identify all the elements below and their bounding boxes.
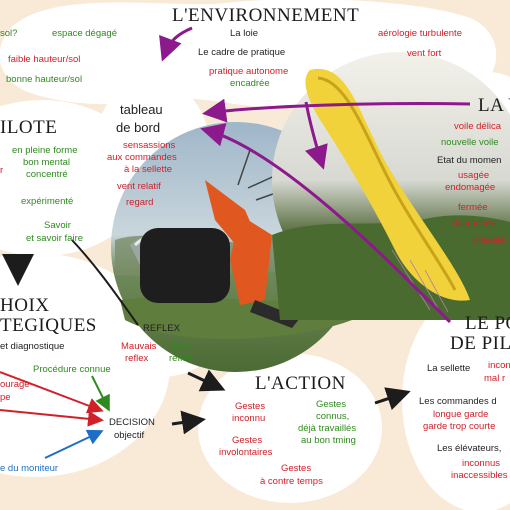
env-left-fragment: sol? <box>0 28 18 39</box>
pilote-concentre: concentré <box>26 169 68 180</box>
pilote-forme: en pleine forme <box>12 145 78 156</box>
postes-sellette: La sellette <box>427 363 471 374</box>
heading-choix-1: HOIX <box>0 295 50 316</box>
choix-procedure: Procédure connue <box>33 364 111 375</box>
tableau-sensations-1: sensassions <box>123 140 176 151</box>
env-aerologie: aérologie turbulente <box>378 28 462 39</box>
tableau-sensations-2: aux commandes <box>107 152 177 163</box>
arrow-red-2 <box>0 409 104 427</box>
action-gestes-3a: Gestes <box>232 435 263 446</box>
postes-elevateurs: Les élévateurs, <box>437 443 502 454</box>
pilote-savoir: Savoir <box>44 220 71 231</box>
reflex-mauvais-1: Mauvais <box>121 341 157 352</box>
choix-objectif: objectif <box>114 430 145 441</box>
action-gestes-2d: au bon tming <box>301 435 356 446</box>
env-la-loie: La loie <box>230 28 258 39</box>
arrow-blue <box>44 429 104 459</box>
action-gestes-4a: Gestes <box>281 463 312 474</box>
pilote-r-fragment: r <box>0 165 4 176</box>
tableau-sensations-3: à la sellette <box>124 164 173 175</box>
reflex-title: REFLEX <box>143 323 180 334</box>
env-cadre: Le cadre de pratique <box>198 47 286 58</box>
env-bonne-hauteur: bonne hauteur/sol <box>6 74 83 85</box>
choix-diagnostique: et diagnostique <box>0 341 65 352</box>
choix-ourage: ourage <box>0 379 30 390</box>
voile-decrochee: décrochée <box>452 218 497 229</box>
heading-environnement: L'ENVIRONNEMENT <box>172 5 360 26</box>
action-gestes-1a: Gestes <box>235 401 266 412</box>
action-gestes-2b: connus, <box>316 411 350 422</box>
heading-voile: LA V <box>478 95 510 116</box>
heading-action: L'ACTION <box>255 373 346 394</box>
postes-commandes: Les commandes d <box>419 396 497 407</box>
postes-garde-courte: garde trop courte <box>423 421 496 432</box>
choix-moniteur: e du moniteur <box>0 463 59 474</box>
arrow-reflex-to-action <box>187 369 226 392</box>
reflex-bon-1: Bon <box>173 341 190 352</box>
postes-inconnus: inconnus <box>462 458 501 469</box>
arrow-procedure <box>91 375 110 412</box>
arrow-postes-to-tableau <box>200 123 452 324</box>
tableau-vent-relatif: vent relatif <box>117 181 161 192</box>
heading-pilote: ILOTE <box>0 117 58 138</box>
arrow-red-1 <box>0 371 104 414</box>
pilote-savoir-faire: et savoir faire <box>26 233 84 244</box>
env-vent-fort: vent fort <box>407 48 442 59</box>
tableau-title-1: tableau <box>120 102 163 117</box>
action-gestes-4b: à contre temps <box>260 476 323 487</box>
arrow-action-to-postes <box>374 387 411 411</box>
env-encadree: encadrée <box>230 78 270 89</box>
choix-pe: pe <box>0 392 11 403</box>
arrow-environnement-down <box>304 101 328 170</box>
env-faible-hauteur: faible hauteur/sol <box>8 54 81 65</box>
postes-incon-fragment: incon <box>488 360 510 371</box>
postes-longue-garde: longue garde <box>433 409 489 420</box>
bubble-postes <box>402 288 510 510</box>
action-gestes-2c: déjà travaillés <box>298 423 357 434</box>
env-espace-degage: espace dégagé <box>52 28 117 39</box>
action-gestes-1b: inconnu <box>232 413 266 424</box>
voile-etat: Etat du momen <box>437 155 502 166</box>
choix-decision: DECISION <box>109 417 155 428</box>
tableau-title-2: de bord <box>116 120 161 135</box>
arrow-decision-to-action <box>171 410 206 435</box>
postes-malr-fragment: mal r <box>484 373 506 384</box>
env-pratique-autonome: pratique autonome <box>209 66 289 77</box>
arrow-voile-to-tableau <box>202 98 471 123</box>
tableau-regard: regard <box>126 197 154 208</box>
reflex-mauvais-2: reflex <box>125 353 149 364</box>
arrow-env-to-tableau <box>159 26 193 62</box>
voile-fermee: fermée <box>458 202 488 213</box>
voile-delicate: voile délica <box>454 121 501 132</box>
pilote-experimente: expérimenté <box>21 196 74 207</box>
voile-cravate: cravaté <box>474 235 506 246</box>
heading-choix-2: TEGIQUES <box>0 315 97 336</box>
voile-nouvelle: nouvelle voile <box>441 137 499 148</box>
heading-postes-1: LE PO <box>465 313 510 334</box>
voile-usagee: usagée <box>458 170 490 181</box>
bubble-action <box>198 353 382 503</box>
heading-postes-2: DE PILO <box>450 333 510 354</box>
action-gestes-3b: involontaires <box>219 447 273 458</box>
reflex-bon-2: reflex <box>169 353 193 364</box>
postes-inaccessibles: inaccessibles <box>451 470 508 481</box>
photo-wing <box>272 52 510 320</box>
action-gestes-2a: Gestes <box>316 399 347 410</box>
voile-endommagee: endomagée <box>445 182 496 193</box>
pilote-mental: bon mental <box>23 157 71 168</box>
arrow-tableau-to-reflex <box>71 239 139 326</box>
